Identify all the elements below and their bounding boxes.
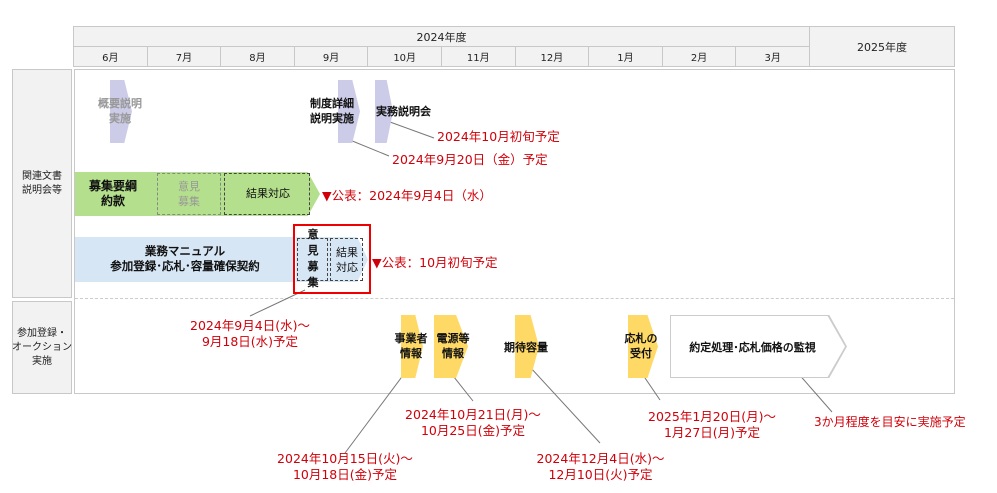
month-header: 1月 [588, 46, 663, 67]
contract-note: 3か月程度を目安に実施予定 [814, 415, 966, 429]
row-label-documents: 関連文書 説明会等 [12, 69, 72, 298]
month-header: 8月 [220, 46, 295, 67]
operator-info-label: 事業者 情報 [394, 332, 428, 360]
month-header: 12月 [514, 46, 590, 67]
operator-info-note: 2024年10月15日(火)～ 10月18日(金)予定 [277, 451, 413, 482]
practice-label: 実務説明会 [376, 105, 431, 118]
contract-chevron [670, 315, 847, 378]
month-header: 3月 [735, 46, 810, 67]
practice-chevron [375, 80, 393, 143]
manual-bar [75, 237, 295, 282]
publish-note-1: ▼公表：2024年9月4日（水） [322, 188, 492, 203]
month-header: 6月 [73, 46, 148, 67]
detail-label: 制度詳細 説明実施 [310, 97, 354, 125]
contract-label: 約定処理･応札価格の監視 [689, 341, 816, 354]
bid-note: 2025年1月20日(月)～ 1月27日(月)予定 [648, 409, 776, 440]
result-response-2: 結果 対応 [336, 246, 358, 274]
publish-note-2: ▼公表：10月初旬予定 [372, 255, 498, 270]
detail-note: 2024年9月20日（金）予定 [392, 152, 548, 167]
comment-period-2: 意 見 募 集 [307, 228, 319, 289]
bid-label: 応札の 受付 [624, 332, 658, 360]
operator-info-chevron [401, 315, 423, 378]
comment-note-2: 2024年9月4日(水)～ 9月18日(水)予定 [190, 318, 310, 349]
source-info-label: 電源等 情報 [436, 332, 470, 360]
timeline-area [74, 69, 955, 394]
expected-capacity-note: 2024年12月4日(水)～ 12月10日(火)予定 [536, 451, 665, 482]
expected-capacity-label: 期待容量 [504, 341, 548, 354]
overview-chevron [110, 80, 132, 143]
highlight-box [293, 224, 371, 294]
detail-chevron [338, 80, 360, 143]
guideline-bar [75, 172, 320, 216]
practice-note: 2024年10月初旬予定 [437, 129, 560, 144]
row-divider [75, 298, 954, 299]
comment-period-1: 意見 募集 [178, 180, 200, 208]
manual-label: 業務マニュアル 参加登録･応札･容量確保契約 [110, 244, 260, 273]
fy2025-header: 2025年度 [809, 26, 955, 67]
row-label-auction: 参加登録・ オークション 実施 [12, 301, 72, 394]
guideline-label: 募集要綱 約款 [88, 179, 137, 208]
result-response-1: 結果対応 [246, 187, 290, 200]
overview-label: 概要説明 実施 [98, 97, 142, 125]
source-info-note: 2024年10月21日(月)～ 10月25日(金)予定 [405, 407, 541, 438]
